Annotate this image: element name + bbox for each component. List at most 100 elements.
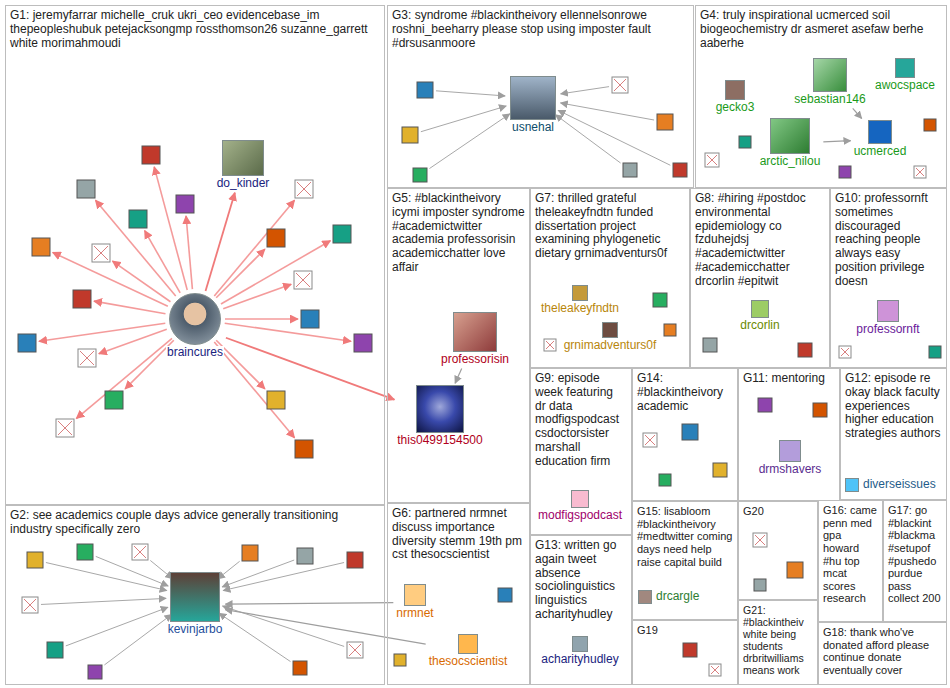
vertex-icon (413, 168, 427, 182)
missing-image-cross (755, 535, 765, 545)
vertex-label: professorisin (440, 353, 510, 367)
vertex-icon (683, 643, 697, 657)
group-box: G20 (738, 501, 818, 600)
vertex-image (222, 140, 264, 176)
missing-image-cross (916, 168, 924, 176)
vertex-icon (753, 533, 767, 547)
vertex-image (751, 300, 769, 318)
vertex-icon (22, 597, 38, 613)
group-heading: G16: came penn med gpa howard #hu top mc… (819, 501, 882, 608)
vertex-label: drcargle (655, 590, 700, 604)
vertex-icon (27, 552, 43, 568)
vertex-label: braincures (166, 346, 224, 360)
vertex: acharityhudley (540, 636, 619, 667)
group-heading: G18: thank who've donated afford please … (819, 623, 946, 680)
group-box: G7: thrilled grateful theleakeyfndtn fun… (530, 188, 690, 368)
tie-line (421, 106, 506, 132)
vertex-icon (659, 474, 671, 486)
vertex-label: awocspace (874, 79, 936, 93)
tie-line (104, 614, 171, 665)
group-box: G13: written go again tweet absence soci… (530, 535, 632, 685)
vertex-icon (798, 343, 812, 357)
group-heading: G19 (633, 621, 737, 640)
missing-image-cross (94, 246, 108, 260)
vertex: arctic_nilou (759, 118, 822, 169)
vertex-icon (394, 654, 406, 666)
group-box: G6: partnered nrmnet discuss importance … (387, 503, 530, 685)
tie-line (429, 114, 509, 169)
vertex-image (571, 490, 589, 508)
vertex-label: kevinjarbo (167, 623, 224, 637)
group-heading: G4: truly inspirational ucmerced soil bi… (696, 6, 946, 53)
missing-image-cross (546, 341, 554, 349)
missing-image-cross (645, 435, 655, 445)
group-box: G14: #blackintheivory academic (632, 368, 738, 501)
vertex-label: gecko3 (715, 101, 756, 115)
tie-line (221, 241, 330, 304)
vertex: kevinjarbo (167, 572, 224, 637)
edge-layer (206, 108, 862, 644)
group-heading: G21: #blackintheiv white being students … (739, 601, 817, 679)
group-box: G12: episode re okay black faculty exper… (840, 368, 947, 500)
connector (225, 603, 393, 605)
vertex-icon (295, 440, 313, 458)
vertex-label: drmshavers (758, 463, 823, 477)
vertex-icon (294, 271, 312, 289)
connector (455, 369, 462, 384)
vertex: nrmnet (395, 584, 434, 621)
vertex-icon (754, 579, 766, 591)
vertex-label: theleakeyfndtn (540, 302, 620, 316)
vertex-image (404, 584, 426, 606)
vertex-icon (653, 293, 667, 307)
vertex-icon (347, 552, 363, 568)
vertex: professorisin (440, 312, 510, 367)
vertex-icon (713, 463, 727, 477)
vertex-icon (56, 419, 74, 437)
vertex-icon (297, 548, 313, 564)
vertex-image (458, 634, 478, 654)
group-box: G21: #blackintheiv white being students … (738, 600, 818, 685)
group-box: G5: #blackintheivory icymi imposter synd… (387, 188, 530, 503)
tie-line (561, 103, 655, 120)
group-box: G16: came penn med gpa howard #hu top mc… (818, 500, 883, 622)
vertex-icon (242, 545, 258, 561)
group-box: G18: thank who've donated afford please … (818, 622, 947, 685)
tie-line (216, 249, 265, 298)
tie-line (214, 342, 294, 438)
vertex-label: usnehal (511, 121, 555, 135)
vertex-icon (295, 180, 313, 198)
group-heading: G9: episode week featuring dr data modfi… (531, 369, 631, 472)
missing-image-cross (841, 348, 849, 356)
tie-line (41, 598, 166, 604)
tie-line (46, 563, 167, 591)
vertex-icon (739, 136, 751, 148)
tie-line (561, 87, 609, 94)
vertex-icon (77, 180, 95, 198)
group-box: G19 (632, 620, 738, 685)
vertex: theleakeyfndtn (540, 285, 620, 316)
vertex-icon (267, 229, 285, 247)
vertex-image (602, 322, 618, 338)
tie-line (96, 556, 168, 586)
vertex-icon (347, 642, 363, 658)
vertex: this0499154500 (396, 385, 483, 448)
group-box: G10: professornft sometimes discouraged … (830, 188, 947, 368)
vertex-icon (705, 153, 719, 167)
tie-line (112, 261, 170, 302)
tie-line (555, 115, 620, 163)
vertex: ucmerced (853, 120, 908, 159)
vertex-image (779, 440, 801, 462)
vertex-label: arctic_nilou (759, 155, 822, 169)
group-heading: G12: episode re okay black faculty exper… (841, 369, 946, 444)
vertex: thesocscientist (428, 634, 509, 669)
tie-line (214, 200, 294, 296)
missing-image-cross (296, 273, 310, 287)
vertex-image (770, 118, 810, 154)
vertex: usnehal (510, 76, 556, 135)
group-heading: G10: professornft sometimes discouraged … (831, 189, 946, 292)
vertex-icon (129, 210, 147, 228)
tie-line (223, 563, 344, 591)
vertex-label: nrmnet (395, 607, 434, 621)
group-box: G9: episode week featuring dr data modfi… (530, 368, 632, 535)
group-heading: G17: go #blackint #blackma #setupof #pus… (884, 501, 946, 608)
